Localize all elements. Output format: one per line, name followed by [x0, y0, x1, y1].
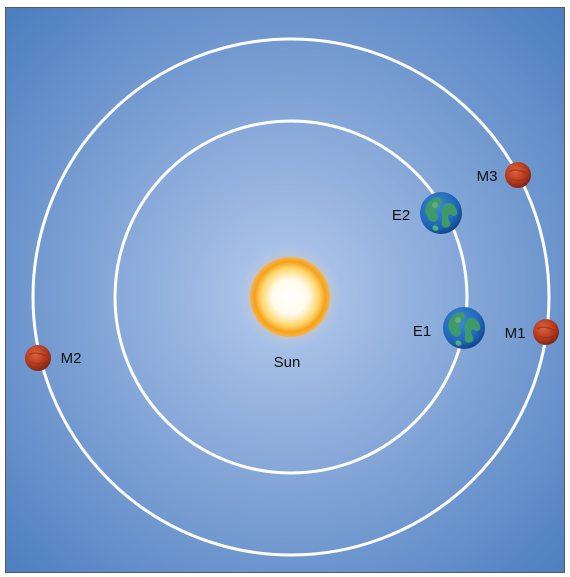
- mars-icon: [504, 161, 532, 189]
- sun-icon: [238, 245, 342, 349]
- earth-orbit: [113, 119, 469, 475]
- mars-position-label-m2: M2: [61, 350, 82, 367]
- mars-icon: [532, 318, 560, 346]
- earth-icon: [443, 307, 485, 349]
- earth-position-label-e1: E1: [413, 323, 431, 340]
- orbit-diagram: Sun E2 E1 M1 M2 M3: [6, 8, 564, 572]
- earth-position-label-e2: E2: [392, 207, 410, 224]
- mars-position-label-m1: M1: [505, 325, 526, 342]
- mars-icon: [24, 344, 52, 372]
- orbit-diagram-frame: Sun E2 E1 M1 M2 M3: [5, 7, 565, 573]
- sun-label: Sun: [274, 354, 301, 371]
- mars-orbit: [31, 37, 551, 557]
- mars-position-label-m3: M3: [477, 168, 498, 185]
- earth-icon: [420, 192, 462, 234]
